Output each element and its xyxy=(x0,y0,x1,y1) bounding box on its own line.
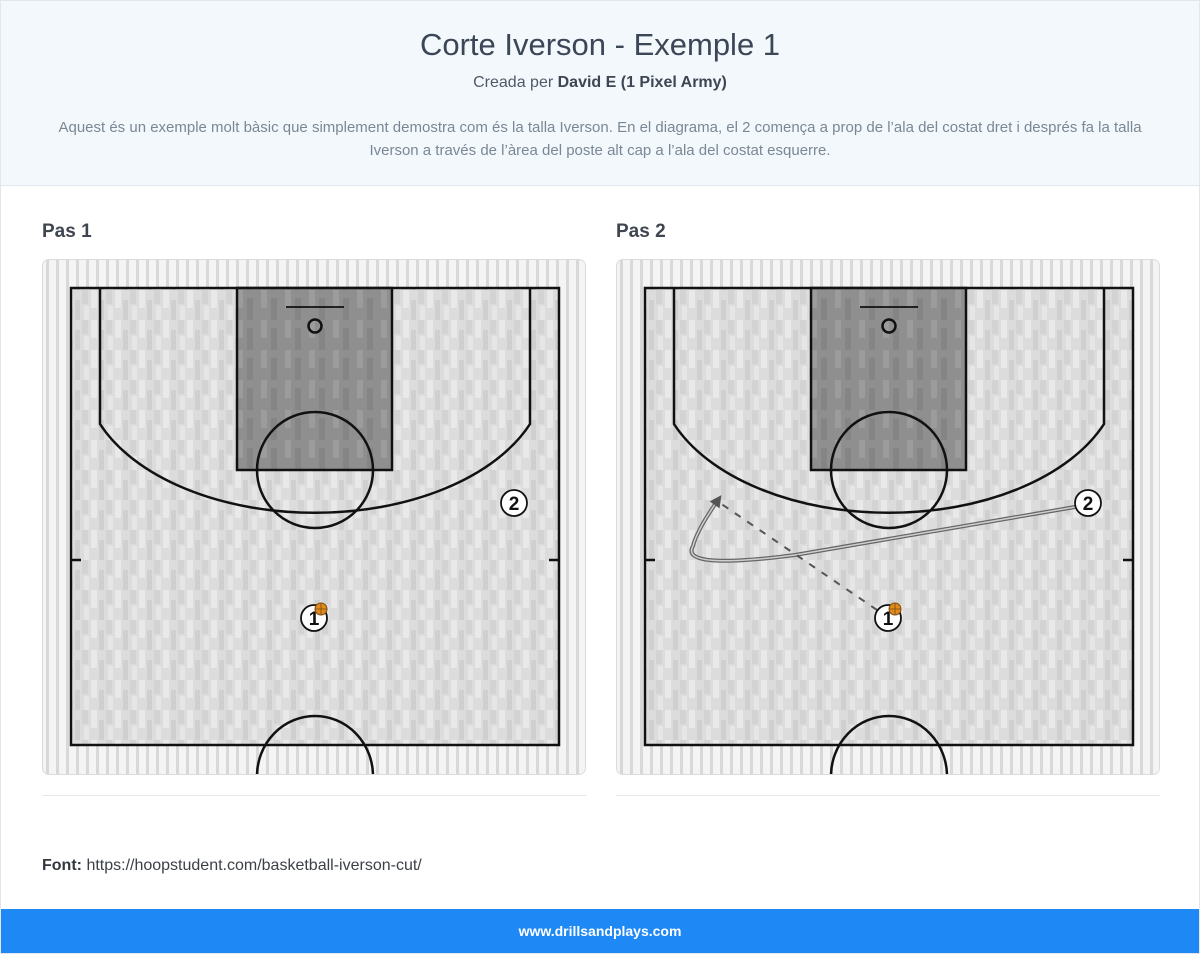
center-circle xyxy=(255,714,375,774)
step-1-title: Pas 1 xyxy=(42,221,92,242)
byline: Creada per David E (1 Pixel Army) xyxy=(1,74,1199,92)
source-line: Font: https://hoopstudent.com/basketball… xyxy=(42,857,422,875)
player-2-label: 2 xyxy=(509,494,520,515)
court-diagram-step-2: 2 1 xyxy=(616,259,1160,775)
paint-area xyxy=(235,286,394,472)
source-label: Font: xyxy=(42,857,82,874)
basketball-icon xyxy=(314,602,328,616)
cut-path-player-2 xyxy=(689,495,1076,563)
divider-step-2 xyxy=(616,795,1160,796)
three-point-line xyxy=(672,288,1106,515)
paint-area xyxy=(809,286,968,472)
author-name: David E (1 Pixel Army) xyxy=(557,74,727,91)
footer-site-link[interactable]: www.drillsandplays.com xyxy=(518,923,682,939)
header: Corte Iverson - Exemple 1 Creada per Dav… xyxy=(1,1,1199,186)
player-1-label: 1 xyxy=(309,609,320,630)
hoop xyxy=(307,318,323,334)
byline-prefix: Creada per xyxy=(473,74,554,91)
free-throw-circle xyxy=(829,410,949,530)
page-title: Corte Iverson - Exemple 1 xyxy=(419,27,781,62)
description: Aquest és un exemple molt bàsic que simp… xyxy=(58,119,1142,159)
source-link[interactable]: https://hoopstudent.com/basketball-ivers… xyxy=(86,857,422,874)
free-throw-circle xyxy=(255,410,375,530)
pass-line xyxy=(719,502,878,611)
footer: www.drillsandplays.com xyxy=(1,909,1199,953)
player-2: 2 xyxy=(1074,489,1102,517)
player-2: 2 xyxy=(500,489,528,517)
hoop xyxy=(881,318,897,334)
basketball-icon xyxy=(888,602,902,616)
court-diagram-step-1: 2 1 xyxy=(42,259,586,775)
step-2-title: Pas 2 xyxy=(616,221,666,242)
center-circle xyxy=(829,714,949,774)
court-svg-step-2: 2 1 xyxy=(617,260,1159,774)
divider-step-1 xyxy=(42,795,586,796)
player-2-label: 2 xyxy=(1083,494,1094,515)
player-1-label: 1 xyxy=(883,609,894,630)
three-point-line xyxy=(98,288,532,515)
court-svg-step-1: 2 1 xyxy=(43,260,585,774)
